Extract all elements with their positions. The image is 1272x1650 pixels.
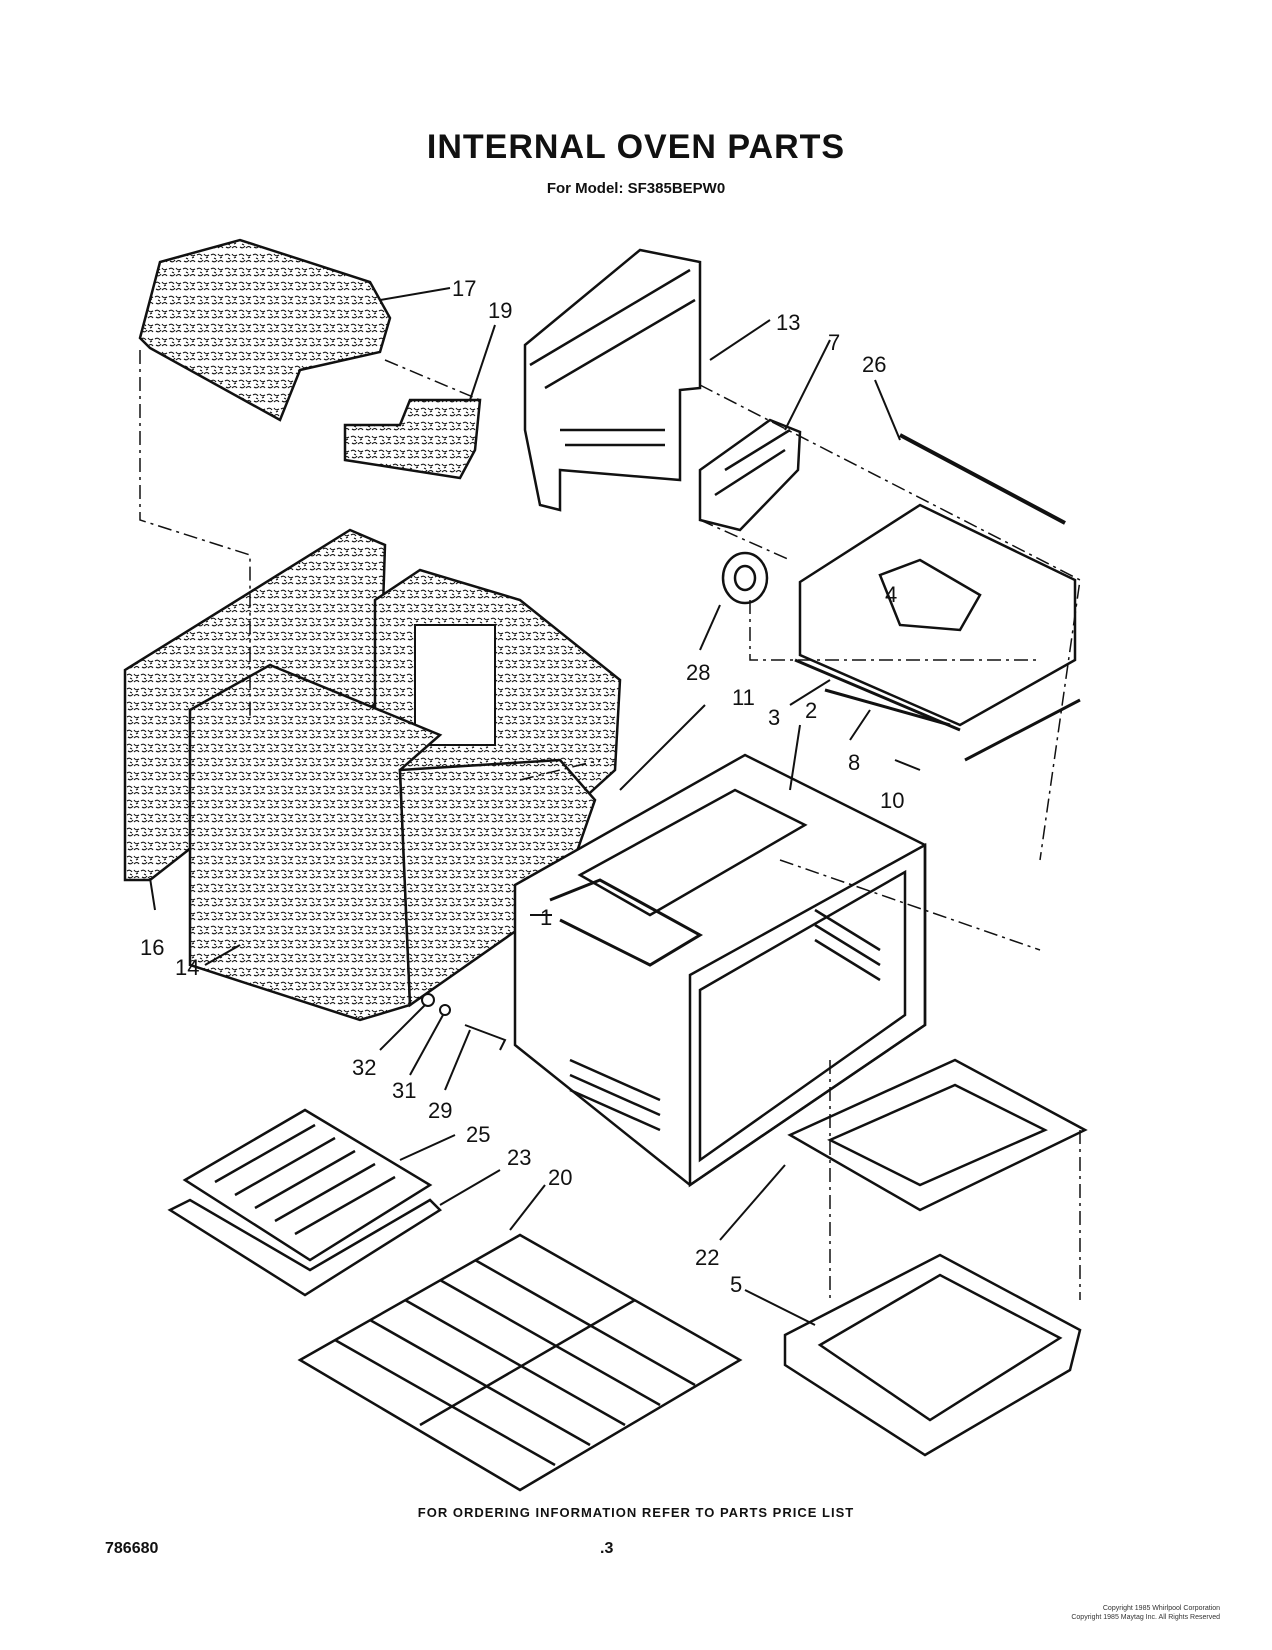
part-1-bake-element <box>549 878 704 967</box>
callout-17: 17 <box>452 276 476 301</box>
copyright-line-1: Copyright 1985 Whirlpool Corporation <box>1102 1605 1220 1612</box>
alignment-lines <box>139 350 1081 1300</box>
callout-25: 25 <box>466 1122 490 1147</box>
part-22-bottom-panel <box>787 1058 1088 1212</box>
part-25-broiler-grid <box>182 1108 433 1262</box>
part-20-oven-rack <box>297 1233 743 1492</box>
callout-28: 28 <box>686 660 710 685</box>
callout-31: 31 <box>392 1078 416 1103</box>
callout-numbers: 17 19 13 7 26 28 11 3 2 8 10 1 16 14 32 … <box>140 276 904 1297</box>
part-28-fan <box>721 551 769 605</box>
callout-3: 3 <box>768 705 780 730</box>
leader-lines <box>149 287 921 1326</box>
callout-13: 13 <box>776 310 800 335</box>
part-13-rear-duct <box>523 248 702 512</box>
callout-20: 20 <box>548 1165 572 1190</box>
part-rear-insulation <box>373 568 622 822</box>
callout-16: 16 <box>140 935 164 960</box>
callout-8: 8 <box>848 750 860 775</box>
part-7-vent-cover <box>698 418 802 532</box>
page-title: INTERNAL OVEN PARTS <box>426 128 846 166</box>
callout-23: 23 <box>507 1145 531 1170</box>
page-number: .3 <box>600 1540 614 1557</box>
callout-5: 5 <box>730 1272 742 1297</box>
part-4-burner-assembly <box>798 503 1077 727</box>
callout-32: 32 <box>352 1055 376 1080</box>
model-subtitle: For Model: SF385BEPW0 <box>546 180 726 197</box>
part-23-broiler-pan <box>167 1198 442 1297</box>
document-number: 786680 <box>105 1540 159 1557</box>
part-14-insulation-wrap <box>188 663 597 1022</box>
callout-11: 11 <box>732 685 755 710</box>
ordering-note: FOR ORDERING INFORMATION REFER TO PARTS … <box>417 1505 855 1520</box>
copyright-line-2: Copyright 1985 Maytag Inc. All Rights Re… <box>1071 1614 1220 1621</box>
callout-2: 2 <box>805 698 817 723</box>
copyright-notice: Copyright 1985 Whirlpool Corporation Cop… <box>990 1604 1220 1622</box>
callout-26: 26 <box>862 352 886 377</box>
part-5-burner-box <box>783 1253 1082 1457</box>
callout-1: 1 <box>540 905 552 930</box>
part-19-insulation-pad <box>343 398 482 480</box>
callout-14: 14 <box>175 955 199 980</box>
callout-29: 29 <box>428 1098 452 1123</box>
callout-19: 19 <box>488 298 512 323</box>
callout-4: 4 <box>885 582 897 607</box>
part-2-oven-liner <box>513 753 927 1188</box>
parts-32-31-29-hardware <box>421 993 507 1051</box>
part-26-strip <box>899 433 1066 525</box>
part-17-top-insulation <box>138 238 392 422</box>
callout-10: 10 <box>880 788 904 813</box>
callout-7: 7 <box>828 330 840 355</box>
parts-3-8-10-strips <box>794 658 1081 762</box>
callout-22: 22 <box>695 1245 719 1270</box>
